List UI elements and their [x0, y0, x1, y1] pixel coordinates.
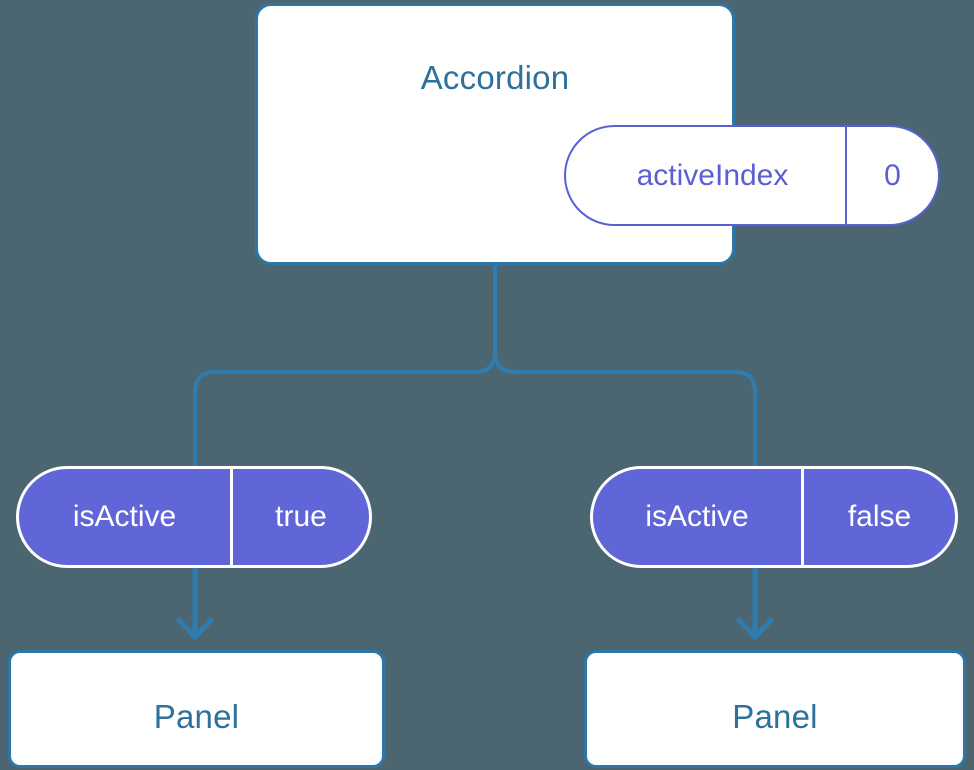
prop-key-label-left: isActive: [19, 469, 233, 565]
tree-connector-path-right: [493, 263, 757, 472]
state-value-label: 0: [884, 158, 901, 192]
panel-component-label-left: Panel: [153, 698, 240, 735]
prop-value-label-left: true: [275, 500, 327, 533]
panel-component-card-right[interactable]: Panel: [584, 650, 966, 768]
state-pill-active-index[interactable]: activeIndex 0: [564, 125, 940, 226]
arrow-head-left: [176, 617, 214, 640]
tree-connector-path: [193, 263, 497, 472]
state-key-label: activeIndex: [566, 127, 847, 224]
prop-value-label-right: false: [847, 500, 912, 533]
accordion-component-card[interactable]: Accordion activeIndex 0: [255, 3, 940, 265]
prop-pill-is-active-true[interactable]: isActive true: [16, 466, 372, 568]
panel-component-card-left[interactable]: Panel: [8, 650, 385, 768]
panel-component-label-right: Panel: [732, 698, 818, 735]
accordion-component-label: Accordion: [420, 59, 570, 96]
arrow-head-right: [736, 617, 774, 640]
prop-key-label-right: isActive: [593, 469, 804, 565]
prop-pill-is-active-false[interactable]: isActive false: [590, 466, 958, 568]
